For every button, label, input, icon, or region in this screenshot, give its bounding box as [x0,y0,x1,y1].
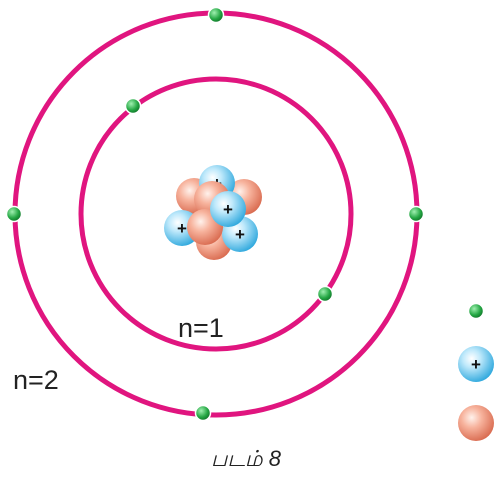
electron [407,205,425,223]
proton: + [210,191,246,227]
orbit-label-n2: n=2 [13,365,59,395]
legend-neutron [458,405,494,441]
legend-proton-sign: + [471,355,481,374]
electron [316,285,334,303]
proton-sign: + [235,225,245,244]
proton-sign: + [223,200,233,219]
electron [5,205,23,223]
figure-caption: படம் 8 [211,446,282,471]
legend-proton: + [458,346,494,382]
legend: + [458,302,494,441]
nucleus: + + + + [164,165,262,260]
orbit-label-n1: n=1 [178,313,224,343]
electron [124,97,142,115]
legend-electron [467,302,485,320]
proton-sign: + [177,219,187,238]
electron [194,404,212,422]
electron [207,6,225,24]
orbit-n1 [78,76,354,352]
